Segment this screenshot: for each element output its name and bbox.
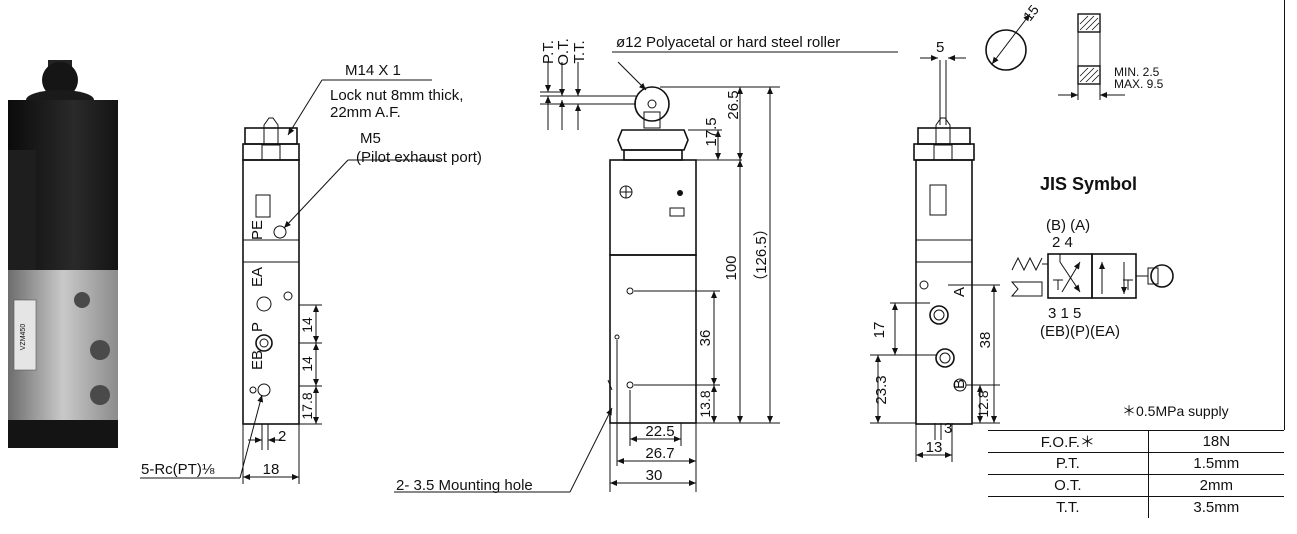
jis-port-top-letters: (B) (A)	[1046, 217, 1090, 234]
dim-126-5: （126.5）	[753, 221, 770, 289]
spec-value: 2mm	[1147, 474, 1284, 497]
ports-note: 5-Rc(PT)⅛	[141, 461, 215, 478]
dim-17-8: 17.8	[299, 392, 315, 419]
side-view-right: 5 A B 17 23.3 38 12.8 3 13	[870, 39, 1000, 462]
front-view: P.T. O.T. T.T. ø12 Polyacetal or hard st…	[394, 34, 898, 494]
ot-label: O.T.	[555, 38, 572, 66]
dim-12-8: 12.8	[975, 390, 991, 417]
dim-36: 36	[697, 330, 714, 347]
port-a-label: A	[951, 287, 968, 297]
thread-label: M14 X 1	[345, 62, 401, 79]
dim-13-8: 13.8	[697, 390, 713, 417]
max-label: MAX. 9.5	[1114, 77, 1164, 91]
dim-15: 15	[1020, 2, 1042, 24]
spec-value: 18N	[1147, 430, 1284, 453]
pt-label: P.T.	[540, 40, 557, 64]
spec-label: T.T.	[988, 496, 1149, 518]
locknut-label-2: 22mm A.F.	[330, 104, 401, 121]
spec-table: F.O.F.＊ 18N P.T. 1.5mm O.T. 2mm T.T. 3.5…	[988, 430, 1284, 518]
dim-13: 13	[926, 439, 943, 456]
spec-value: 1.5mm	[1147, 452, 1284, 475]
dim-18: 18	[263, 461, 280, 478]
jis-port-bottom-numbers: 3 1 5	[1048, 305, 1081, 322]
jis-port-top-numbers: 2 4	[1052, 234, 1073, 251]
spec-label: O.T.	[988, 474, 1149, 497]
mounting-hole-label: 2- 3.5 Mounting hole	[396, 477, 533, 494]
dim-17: 17	[871, 322, 888, 339]
spec-value: 3.5mm	[1147, 496, 1284, 518]
tt-label: T.T.	[571, 40, 588, 63]
jis-symbol: JIS Symbol (B) (A) 2 4 3 1 5 (EB)(P)(EA)	[1010, 174, 1174, 340]
table-row: O.T. 2mm	[988, 474, 1284, 497]
spec-note: ＊0.5MPa supply	[1122, 403, 1229, 419]
port-p-label: P	[249, 322, 266, 332]
port-pe-label: PE	[249, 220, 266, 240]
product-photo: VZM450	[8, 60, 118, 448]
dim-14b: 14	[299, 356, 315, 372]
dim-30: 30	[646, 467, 663, 484]
table-row: F.O.F.＊ 18N	[988, 430, 1284, 453]
table-row: P.T. 1.5mm	[988, 452, 1284, 475]
pilot-exhaust-label: (Pilot exhaust port)	[356, 149, 482, 166]
roller-label: ø12 Polyacetal or hard steel roller	[616, 34, 840, 51]
min-label: MIN. 2.5	[1114, 65, 1160, 79]
dim-23-3: 23.3	[873, 375, 890, 404]
dim-2: 2	[278, 428, 286, 445]
port-b-label: B	[951, 379, 968, 389]
m5-label: M5	[360, 130, 381, 147]
jis-port-bottom-letters: (EB)(P)(EA)	[1040, 323, 1120, 340]
locknut-label-1: Lock nut 8mm thick,	[330, 87, 463, 104]
spec-label: P.T.	[988, 452, 1149, 475]
dim-3: 3	[944, 420, 952, 437]
spec-label: F.O.F.＊	[988, 430, 1149, 453]
port-eb-label: EB	[249, 350, 266, 370]
dim-38: 38	[977, 332, 994, 349]
dim-26-5: 26.5	[725, 90, 742, 119]
dim-17-5: 17.5	[703, 117, 720, 146]
roller-detail: 15 MIN. 2.5 MAX. 9.5	[985, 2, 1164, 100]
dim-100: 100	[723, 255, 740, 280]
dim-26-7: 26.7	[645, 445, 674, 462]
product-label: VZM450	[20, 324, 27, 351]
dim-22-5: 22.5	[645, 423, 674, 440]
table-row: T.T. 3.5mm	[988, 496, 1284, 518]
dim-14a: 14	[299, 317, 315, 333]
frame-line	[1284, 0, 1285, 430]
port-ea-label: EA	[249, 267, 266, 287]
side-view-left: PE EA P EB 14 14 17.8 2 18 M14 X 1 Lock …	[140, 62, 482, 484]
dim-5: 5	[936, 39, 944, 56]
jis-symbol-title: JIS Symbol	[1040, 174, 1137, 194]
